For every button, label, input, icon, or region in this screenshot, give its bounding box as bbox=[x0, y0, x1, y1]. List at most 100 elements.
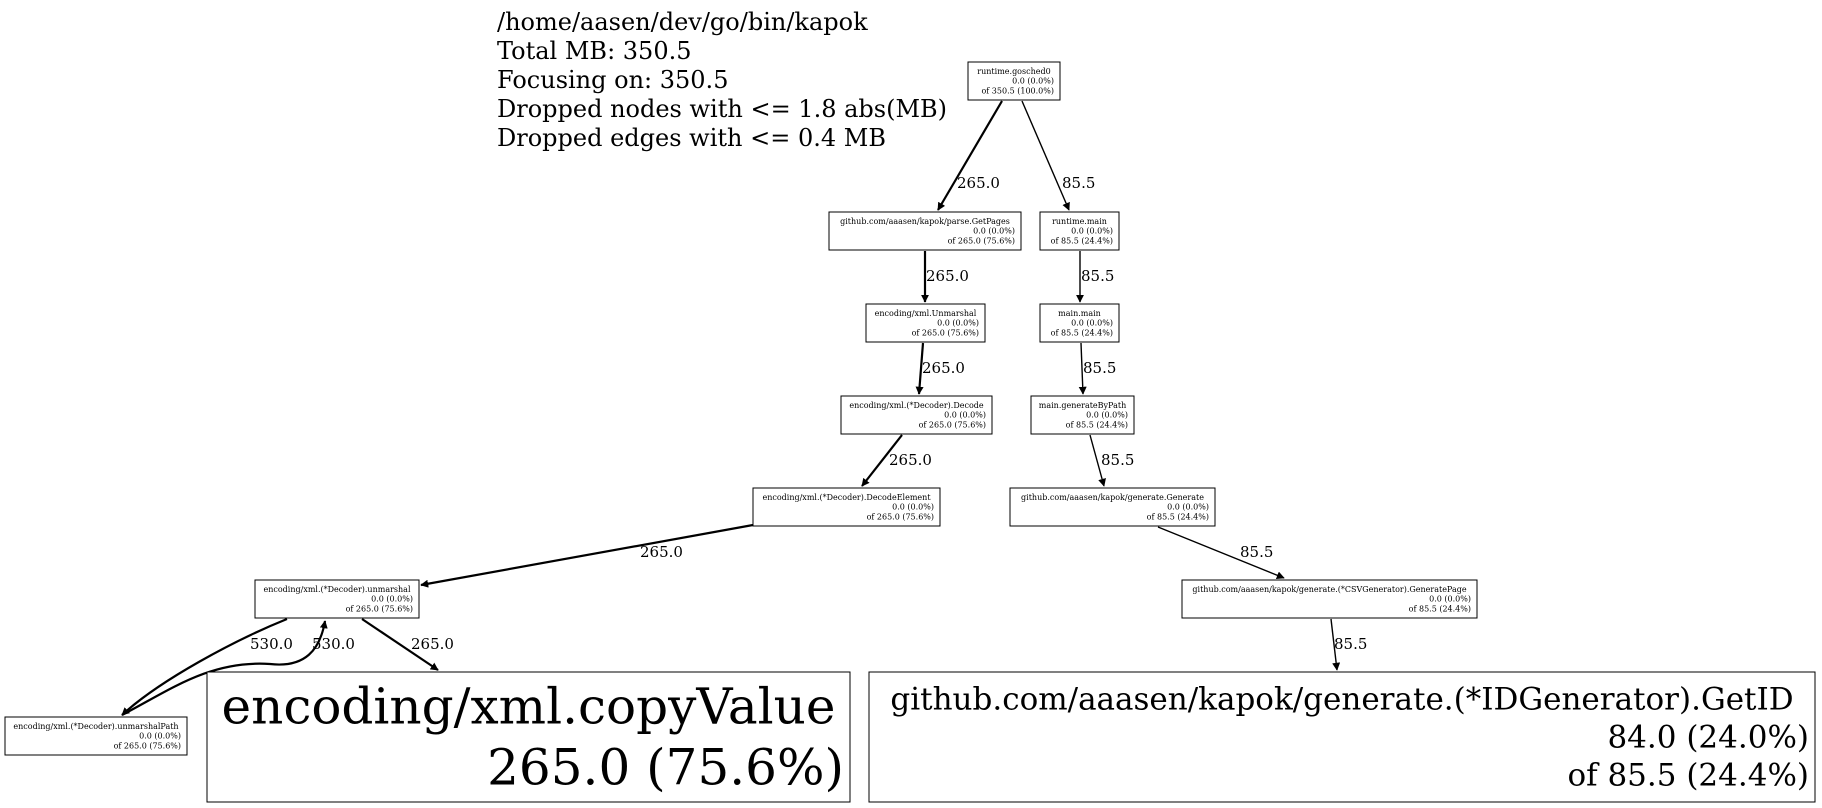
header-line-dropped-nodes: Dropped nodes with <= 1.8 abs(MB) bbox=[497, 95, 947, 123]
edge-csvgen-to-getid: 85.5 bbox=[1330, 618, 1367, 671]
edge-genbypath-to-generate: 85.5 bbox=[1089, 434, 1134, 487]
edge-line bbox=[361, 618, 439, 671]
edges-layer: 265.0 85.5 265.0 85.5 265.0 85.5 265.0 85.5 265.… bbox=[121, 100, 1367, 716]
edge-label: 85.5 bbox=[1083, 359, 1116, 377]
node-flat-value: 0.0 (0.0%) bbox=[1086, 411, 1128, 420]
edge-getpages-to-unmarshal: 265.0 bbox=[921, 251, 969, 303]
header-line-focus: Focusing on: 350.5 bbox=[497, 66, 728, 94]
edge-line bbox=[1157, 526, 1285, 580]
edge-decodeel-to-dunmarshal: 265.0 bbox=[420, 523, 754, 588]
node-box bbox=[840, 395, 993, 435]
node-name: github.com/aaasen/kapok/generate.(*CSVGe… bbox=[1192, 585, 1466, 594]
edge-label: 265.0 bbox=[926, 267, 969, 285]
node-cum-value: of 265.0 (75.6%) bbox=[919, 420, 986, 429]
node-flat-value: 84.0 (24.0%) bbox=[1607, 720, 1809, 756]
node-flat-value: 0.0 (0.0%) bbox=[1071, 227, 1113, 236]
node-box bbox=[1039, 303, 1120, 343]
node-flat-value: 0.0 (0.0%) bbox=[944, 411, 986, 420]
edge-line bbox=[121, 620, 328, 716]
node-flat-value: 0.0 (0.0%) bbox=[892, 503, 934, 512]
edge-generate-to-csvgen: 85.5 bbox=[1157, 526, 1285, 580]
node-generate[interactable]: github.com/aaasen/kapok/generate.Generat… bbox=[1009, 487, 1216, 527]
edge-line bbox=[937, 100, 1003, 211]
edge-label: 265.0 bbox=[889, 451, 932, 469]
edge-dunmarshal-to-unmarshalpath: 530.0 bbox=[121, 617, 293, 716]
edge-line bbox=[861, 434, 903, 487]
node-name: encoding/xml.Unmarshal bbox=[875, 309, 977, 318]
node-flat-value: 0.0 (0.0%) bbox=[1429, 595, 1471, 604]
edge-label: 85.5 bbox=[1062, 174, 1095, 192]
node-box bbox=[206, 671, 851, 803]
node-cum-value: of 85.5 (24.4%) bbox=[1409, 604, 1471, 613]
node-box bbox=[254, 579, 420, 619]
node-box bbox=[752, 487, 941, 527]
node-box bbox=[4, 716, 188, 756]
edge-line bbox=[1089, 434, 1106, 487]
node-csvgen[interactable]: github.com/aaasen/kapok/generate.(*CSVGe… bbox=[1181, 579, 1478, 619]
node-name: github.com/aaasen/kapok/parse.GetPages bbox=[840, 217, 1010, 226]
node-box bbox=[865, 303, 986, 343]
edge-dunmarshal-to-copyvalue: 265.0 bbox=[361, 618, 454, 671]
node-name: github.com/aaasen/kapok/generate.Generat… bbox=[1021, 493, 1204, 502]
node-name: runtime.gosched0 bbox=[977, 67, 1050, 76]
node-getpages[interactable]: github.com/aaasen/kapok/parse.GetPages0.… bbox=[828, 211, 1022, 251]
edge-line bbox=[1330, 618, 1341, 671]
edge-mainmain-to-genbypath: 85.5 bbox=[1078, 342, 1116, 395]
edge-label: 530.0 bbox=[250, 635, 293, 653]
edge-line bbox=[1021, 100, 1070, 211]
edge-label: 85.5 bbox=[1334, 635, 1367, 653]
node-flat-value: 0.0 (0.0%) bbox=[1167, 503, 1209, 512]
edge-label: 85.5 bbox=[1240, 543, 1273, 561]
edge-label: 85.5 bbox=[1101, 451, 1134, 469]
node-cum-value: of 85.5 (24.4%) bbox=[1147, 512, 1209, 521]
edge-label: 530.0 bbox=[312, 635, 355, 653]
node-cum-value: of 265.0 (75.6%) bbox=[912, 328, 979, 337]
node-unmarshalpath[interactable]: encoding/xml.(*Decoder).unmarshalPath0.0… bbox=[4, 716, 188, 756]
node-flat-value: 0.0 (0.0%) bbox=[973, 227, 1015, 236]
node-cum-value: of 265.0 (75.6%) bbox=[346, 604, 413, 613]
edge-decode-to-decodeel: 265.0 bbox=[861, 434, 932, 487]
node-flat-value: 0.0 (0.0%) bbox=[1071, 319, 1113, 328]
node-flat-value: 0.0 (0.0%) bbox=[139, 732, 181, 741]
edge-gosched-to-rtmain: 85.5 bbox=[1021, 100, 1095, 211]
graph-header: /home/aasen/dev/go/bin/kapok Total MB: 3… bbox=[497, 8, 947, 152]
edge-rtmain-to-mainmain: 85.5 bbox=[1076, 251, 1114, 303]
node-cum-value: of 350.5 (100.0%) bbox=[981, 86, 1054, 95]
header-line-dropped-edges: Dropped edges with <= 0.4 MB bbox=[497, 124, 886, 152]
edge-unmarshalpath-to-dunmarshal: 530.0 bbox=[121, 620, 355, 716]
edge-gosched-to-getpages: 265.0 bbox=[937, 100, 1003, 211]
edge-line bbox=[1078, 342, 1087, 395]
node-flat-value: 0.0 (0.0%) bbox=[937, 319, 979, 328]
edge-label: 265.0 bbox=[957, 174, 1000, 192]
edge-label: 265.0 bbox=[922, 359, 965, 377]
node-name: main.generateByPath bbox=[1039, 401, 1126, 410]
header-line-total: Total MB: 350.5 bbox=[497, 37, 691, 65]
node-cum-value: of 265.0 (75.6%) bbox=[948, 236, 1015, 245]
node-flat-value: 265.0 (75.6%) bbox=[487, 739, 844, 797]
edge-label: 265.0 bbox=[411, 635, 454, 653]
node-getid[interactable]: github.com/aaasen/kapok/generate.(*IDGen… bbox=[868, 671, 1816, 803]
node-cum-value: of 265.0 (75.6%) bbox=[867, 512, 934, 521]
header-line-binary: /home/aasen/dev/go/bin/kapok bbox=[497, 8, 868, 36]
node-cum-value: of 265.0 (75.6%) bbox=[114, 741, 181, 750]
node-name: runtime.main bbox=[1052, 217, 1107, 226]
edge-line bbox=[420, 523, 754, 588]
node-name: encoding/xml.(*Decoder).DecodeElement bbox=[762, 493, 931, 502]
node-decodeel[interactable]: encoding/xml.(*Decoder).DecodeElement0.0… bbox=[752, 487, 941, 527]
node-cum-value: of 85.5 (24.4%) bbox=[1567, 757, 1809, 793]
node-flat-value: 0.0 (0.0%) bbox=[1012, 77, 1054, 86]
node-box bbox=[828, 211, 1022, 251]
node-name: main.main bbox=[1058, 309, 1101, 318]
node-box bbox=[1181, 579, 1478, 619]
node-name: encoding/xml.(*Decoder).unmarshal bbox=[263, 585, 410, 594]
